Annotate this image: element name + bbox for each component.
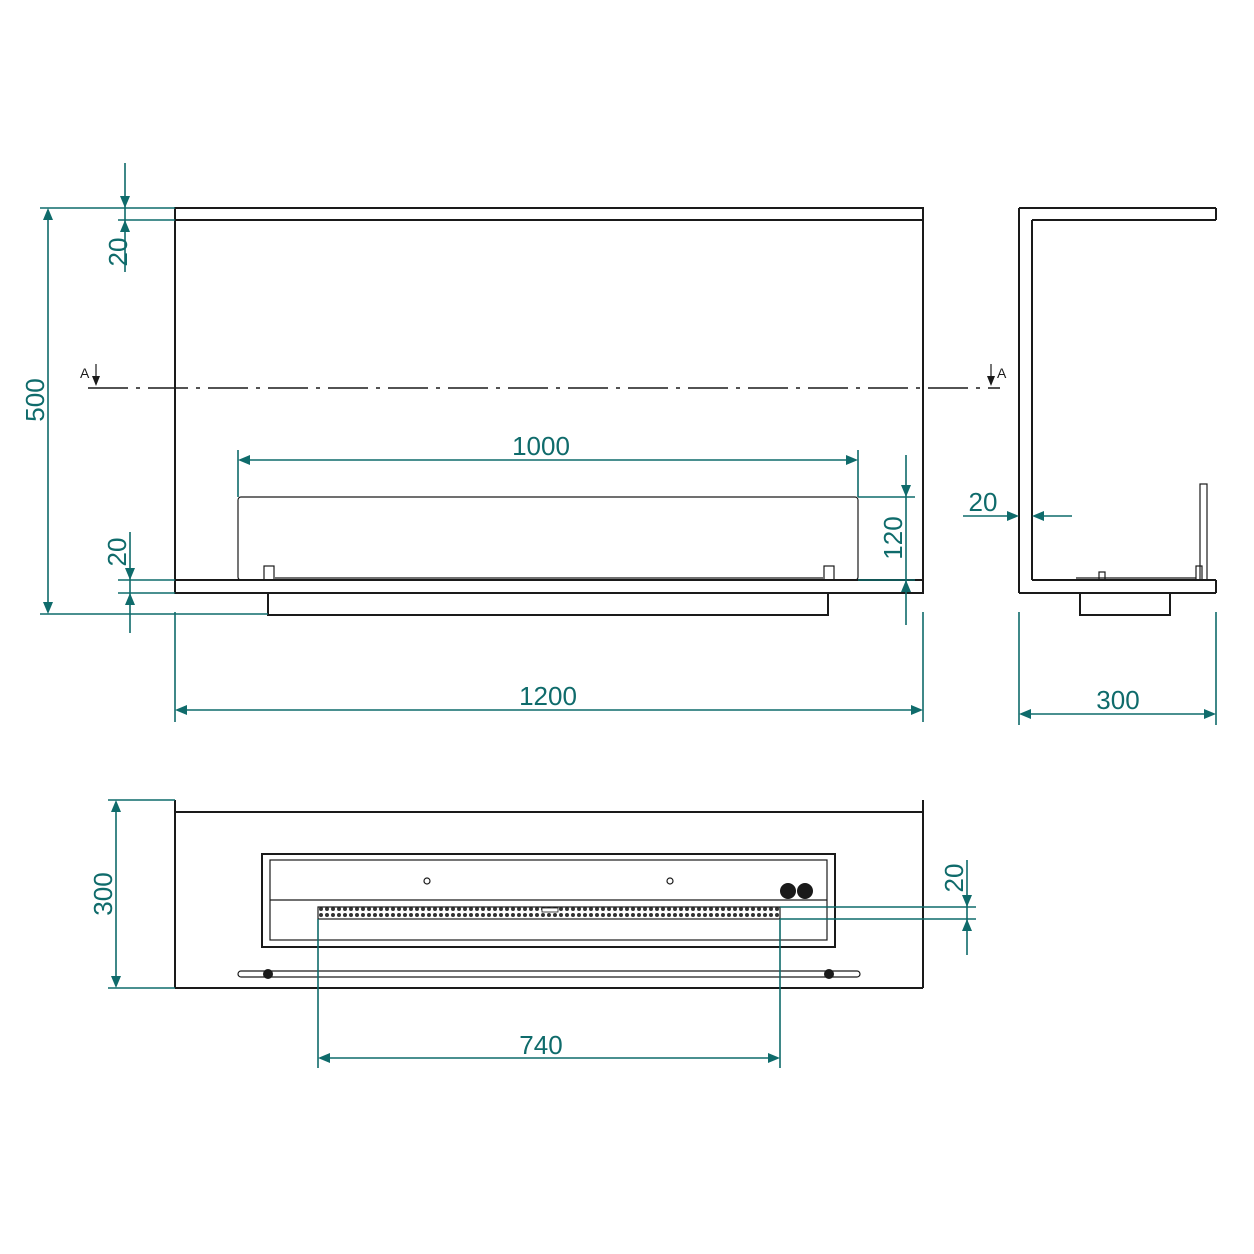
front-width-label: 1200	[519, 681, 577, 711]
top-screw-right	[666, 877, 674, 885]
side-dim-300: 300	[1018, 612, 1217, 725]
front-bottom-thickness-label: 20	[102, 538, 132, 567]
side-burner-knob	[1098, 571, 1106, 581]
front-glass-panel	[237, 496, 859, 581]
top-dim-20: 20	[780, 860, 976, 955]
front-burner-box	[267, 592, 829, 616]
top-slot-width-label: 20	[939, 864, 969, 893]
top-dim-300: 300	[88, 799, 175, 989]
front-dim-top-20: 20	[103, 163, 175, 272]
front-view: A A	[80, 207, 1007, 616]
glass-width-label: 1000	[512, 431, 570, 461]
top-burner-tray	[261, 853, 836, 948]
side-depth-label: 300	[1096, 685, 1139, 715]
top-glass-edge	[237, 970, 861, 978]
top-view	[174, 800, 924, 989]
burner-width-label: 740	[519, 1030, 562, 1060]
top-screw-left	[423, 877, 431, 885]
glass-clip-left	[263, 565, 275, 581]
side-dim-20: 20	[963, 487, 1072, 521]
section-mark-left: A	[80, 365, 90, 381]
section-mark-right: A	[997, 365, 1007, 381]
front-dim-500: 500	[20, 207, 268, 615]
side-wall-thickness-label: 20	[969, 487, 998, 517]
burner-mesh-slot	[317, 906, 781, 920]
top-depth-label: 300	[88, 872, 118, 915]
section-arrow-left-head	[92, 376, 100, 386]
side-view	[1018, 207, 1217, 616]
front-dim-1000: 1000	[237, 431, 859, 497]
top-glass-clip-left	[263, 969, 273, 979]
side-glass-panel	[1199, 483, 1208, 581]
side-burner-box	[1079, 592, 1171, 616]
front-height-label: 500	[20, 378, 50, 421]
top-dim-740: 740	[317, 919, 781, 1068]
front-dim-1200: 1200	[174, 612, 924, 722]
top-glass-clip-right	[824, 969, 834, 979]
front-dim-120: 120	[858, 455, 915, 625]
front-dim-bottom-20: 20	[102, 532, 175, 633]
front-outer-frame	[174, 207, 924, 594]
front-top-thickness-label: 20	[103, 238, 133, 267]
burner-center-tab	[541, 907, 559, 913]
section-arrow-right-head	[987, 376, 995, 386]
control-button-right-icon	[797, 883, 813, 899]
side-glass-clip	[1195, 565, 1203, 581]
glass-height-label: 120	[878, 516, 908, 559]
control-button-left-icon	[780, 883, 796, 899]
glass-clip-right	[823, 565, 835, 581]
